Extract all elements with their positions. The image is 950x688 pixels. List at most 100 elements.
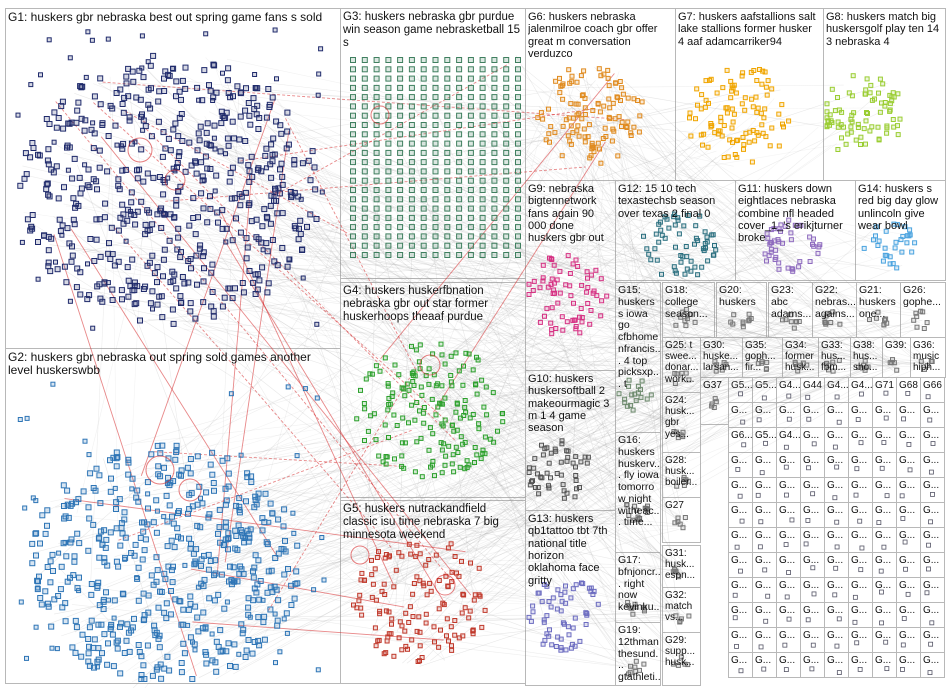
graph-node	[891, 94, 897, 100]
graph-node	[727, 137, 733, 143]
graph-node	[846, 90, 852, 96]
graph-node	[724, 110, 730, 116]
graph-edge	[213, 358, 798, 571]
graph-node	[154, 264, 161, 271]
graph-node	[456, 103, 463, 110]
graph-node	[662, 235, 668, 241]
graph-node	[734, 138, 740, 144]
graph-node	[373, 84, 380, 91]
graph-node	[542, 446, 548, 452]
graph-node	[903, 566, 908, 572]
graph-node	[192, 560, 199, 567]
graph-node	[222, 501, 229, 508]
minor-group-label: G...	[875, 655, 891, 666]
graph-node	[763, 618, 769, 624]
graph-node	[274, 262, 281, 269]
graph-node	[154, 279, 160, 286]
graph-node	[894, 367, 900, 373]
graph-node	[857, 667, 863, 672]
graph-node	[698, 132, 704, 138]
graph-node	[432, 196, 439, 203]
graph-node	[444, 214, 451, 221]
graph-edge	[172, 246, 916, 467]
graph-node	[632, 664, 638, 670]
graph-node	[683, 370, 689, 376]
graph-edge	[559, 152, 595, 642]
graph-edge	[152, 220, 690, 432]
graph-edge	[22, 165, 872, 360]
graph-edge	[182, 290, 591, 530]
graph-node	[782, 642, 788, 648]
graph-edge	[429, 323, 781, 417]
graph-edge-highlight	[285, 118, 418, 374]
graph-node	[110, 663, 117, 670]
graph-node	[207, 193, 213, 200]
graph-node	[570, 130, 576, 136]
graph-edge	[487, 376, 684, 579]
graph-node	[264, 589, 271, 596]
graph-node	[302, 386, 308, 392]
graph-node	[540, 278, 546, 284]
graph-edge	[233, 473, 677, 658]
graph-node	[17, 182, 24, 189]
graph-node	[617, 79, 623, 84]
graph-node	[557, 268, 563, 274]
minor-group-box	[920, 652, 945, 678]
graph-edge	[313, 217, 627, 668]
graph-node	[373, 224, 380, 231]
graph-node	[432, 94, 439, 101]
graph-node	[221, 605, 228, 612]
graph-node	[467, 140, 474, 147]
graph-edge	[434, 320, 837, 609]
minor-group-label: G5...	[755, 380, 777, 391]
graph-node	[158, 675, 165, 682]
graph-node	[185, 622, 191, 628]
graph-node	[483, 384, 489, 390]
graph-node	[29, 560, 36, 567]
graph-node	[546, 131, 552, 137]
graph-node	[222, 114, 229, 121]
graph-edge	[552, 77, 638, 660]
graph-node	[78, 84, 85, 91]
graph-node	[579, 580, 584, 586]
graph-node	[249, 173, 256, 180]
graph-node	[567, 271, 573, 276]
graph-node	[78, 115, 85, 122]
graph-node	[471, 597, 477, 603]
graph-edge	[63, 152, 894, 370]
graph-node	[546, 106, 551, 112]
graph-node	[459, 610, 465, 616]
graph-node	[420, 140, 427, 147]
graph-edge	[458, 96, 603, 612]
graph-node	[184, 464, 191, 471]
graph-node	[401, 386, 407, 392]
graph-node	[805, 394, 811, 400]
graph-node	[385, 66, 392, 73]
graph-node	[170, 66, 176, 71]
graph-node	[883, 228, 889, 234]
graph-edge	[366, 196, 379, 571]
graph-node	[921, 326, 927, 331]
graph-node	[399, 623, 405, 629]
minor-group-label: G...	[827, 455, 843, 466]
graph-node	[263, 165, 269, 171]
minor-group-label: G...	[779, 655, 795, 666]
graph-node	[491, 205, 498, 212]
minor-group-label: G...	[899, 555, 915, 566]
graph-edge	[86, 222, 792, 327]
graph-node	[281, 616, 287, 622]
graph-node	[616, 114, 622, 120]
graph-node	[515, 75, 521, 82]
graph-node	[131, 287, 138, 294]
graph-edge	[215, 318, 828, 680]
graph-node	[385, 634, 391, 640]
graph-edge	[610, 78, 679, 235]
graph-node	[478, 456, 484, 462]
minor-group-label: G68	[899, 380, 918, 391]
graph-node	[181, 280, 188, 287]
graph-node	[168, 567, 175, 574]
graph-node	[811, 591, 817, 597]
graph-node	[175, 153, 182, 160]
minor-group-label: G5...	[731, 380, 753, 391]
graph-node	[229, 295, 236, 302]
